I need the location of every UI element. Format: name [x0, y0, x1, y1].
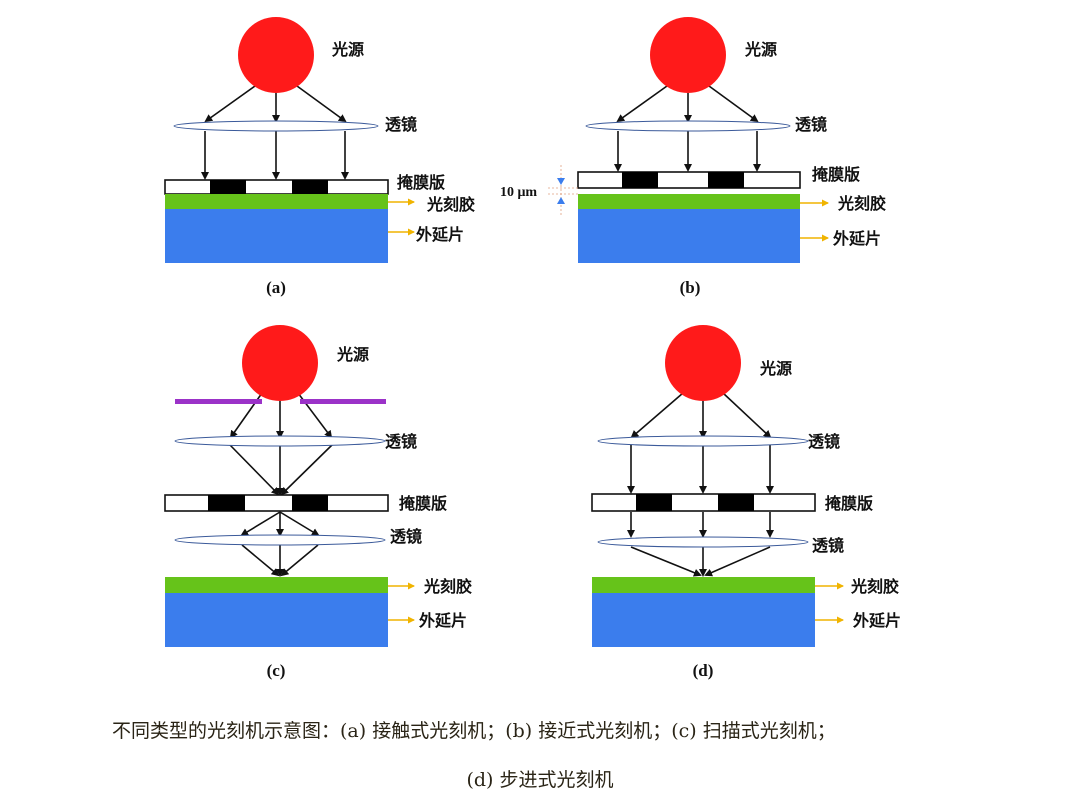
mask-c [164, 494, 389, 512]
mask-d [591, 493, 816, 512]
photoresist-a [165, 194, 388, 209]
aperture-left [175, 399, 262, 404]
figure-caption-line1: 不同类型的光刻机示意图：(a) 接触式光刻机；(b) 接近式光刻机；(c) 扫描… [112, 720, 836, 742]
label-light-source-b: 光源 [744, 40, 777, 59]
label-wafer-b: 外延片 [832, 229, 881, 248]
label-wafer-a: 外延片 [415, 225, 464, 244]
panel-label-c: (c) [267, 661, 286, 680]
label-lens-a: 透镜 [385, 115, 417, 134]
panel-label-b: (b) [680, 278, 701, 297]
label-wafer-d: 外延片 [852, 611, 901, 630]
label-lens-d-lower: 透镜 [812, 536, 844, 555]
light-source-d [665, 325, 741, 401]
panel-label-d: (d) [693, 661, 714, 680]
gap-label: 10 μm [500, 185, 537, 200]
label-mask-a: 掩膜版 [397, 173, 445, 192]
panel-label-a: (a) [266, 278, 286, 297]
label-lens-c-lower: 透镜 [390, 527, 422, 546]
wafer-d [592, 593, 815, 647]
light-source-c [242, 325, 318, 401]
label-lens-d-upper: 透镜 [808, 432, 840, 451]
wafer-b [578, 209, 800, 263]
lens-d-lower [597, 536, 809, 548]
lens-b [585, 120, 791, 132]
wafer-c [165, 593, 388, 647]
label-photoresist-c: 光刻胶 [423, 577, 472, 596]
aperture-right [300, 399, 386, 404]
lens-a [173, 120, 379, 132]
label-mask-d: 掩膜版 [825, 494, 873, 513]
mask-b [577, 171, 801, 189]
label-photoresist-d: 光刻胶 [850, 577, 899, 596]
light-source-a [238, 17, 314, 93]
photoresist-d [592, 577, 815, 593]
mask-a [164, 179, 389, 195]
label-photoresist-a: 光刻胶 [426, 195, 475, 214]
lens-d-upper [597, 435, 809, 447]
label-light-source-d: 光源 [759, 359, 792, 378]
label-photoresist-b: 光刻胶 [837, 194, 886, 213]
wafer-a [165, 209, 388, 263]
lens-c-upper [174, 435, 386, 447]
label-lens-c-upper: 透镜 [385, 432, 417, 451]
label-wafer-c: 外延片 [418, 611, 467, 630]
light-source-b [650, 17, 726, 93]
lens-c-lower [174, 534, 386, 546]
label-mask-b: 掩膜版 [812, 165, 860, 184]
figure-caption-line2: (d) 步进式光刻机 [466, 769, 614, 791]
label-mask-c: 掩膜版 [399, 494, 447, 513]
photoresist-c [165, 577, 388, 593]
photoresist-b [578, 194, 800, 209]
label-lens-b: 透镜 [795, 115, 827, 134]
label-light-source-a: 光源 [331, 40, 364, 59]
label-light-source-c: 光源 [336, 345, 369, 364]
